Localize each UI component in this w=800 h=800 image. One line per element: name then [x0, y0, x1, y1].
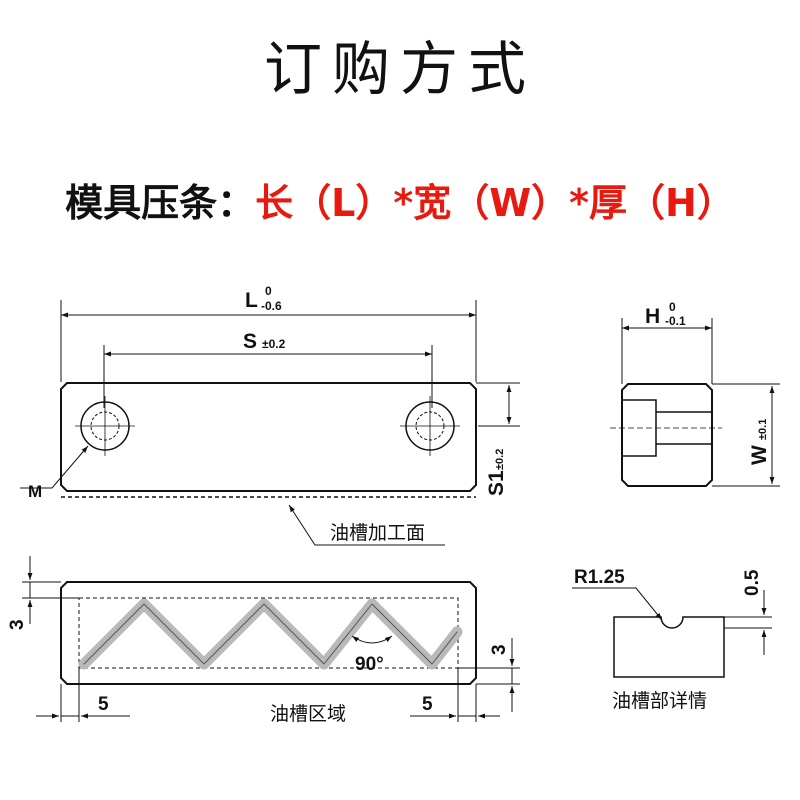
groove-depth: 0.5 — [742, 569, 763, 596]
spec-formula: 长（L）*宽（W）*厚（H） — [255, 181, 735, 225]
M-label: M — [28, 482, 42, 501]
spec-label: 模具压条： — [65, 181, 256, 225]
zigzag-groove-fill — [78, 598, 463, 670]
groove-surface-leader — [288, 504, 445, 546]
groove-bottom-margin: 3 — [489, 644, 510, 655]
groove-bar-outline — [60, 581, 477, 685]
bar-outline — [60, 382, 477, 492]
radius-leader — [572, 587, 663, 621]
H-lower-tol: -0.1 — [665, 314, 686, 328]
groove-left-margin: 5 — [98, 694, 109, 715]
H-upper-tol: 0 — [669, 300, 676, 314]
detail-outline — [613, 616, 725, 678]
groove-view — [22, 556, 520, 722]
W-tolerance: ±0.1 — [757, 419, 769, 440]
side-view — [610, 318, 780, 487]
angle-arc — [351, 635, 393, 644]
detail-caption: 油槽部详情 — [612, 690, 707, 712]
groove-area-label: 油槽区域 — [270, 703, 346, 725]
S1-label: S1 — [485, 470, 508, 496]
W-label: W — [748, 445, 771, 465]
groove-angle: 90° — [355, 654, 384, 675]
M-leader — [20, 445, 89, 489]
page-title: 订购方式 — [263, 35, 536, 103]
S1-tolerance: ±0.2 — [494, 449, 506, 470]
groove-top-margin: 3 — [7, 619, 28, 630]
L-label: L — [245, 289, 258, 312]
L-upper-tol: 0 — [265, 284, 272, 298]
detail-view — [572, 587, 772, 678]
groove-radius: R1.25 — [574, 567, 625, 588]
zigzag-groove-edge — [83, 603, 458, 665]
top-view — [20, 300, 520, 546]
groove-right-margin: 5 — [422, 694, 433, 715]
L-lower-tol: -0.6 — [261, 299, 282, 313]
S-label: S — [243, 330, 257, 353]
H-label: H — [645, 305, 660, 328]
groove-surface-label: 油槽加工面 — [330, 522, 425, 544]
order-spec: 模具压条：长（L）*宽（W）*厚（H） — [0, 172, 800, 227]
S-tolerance: ±0.2 — [262, 337, 286, 351]
